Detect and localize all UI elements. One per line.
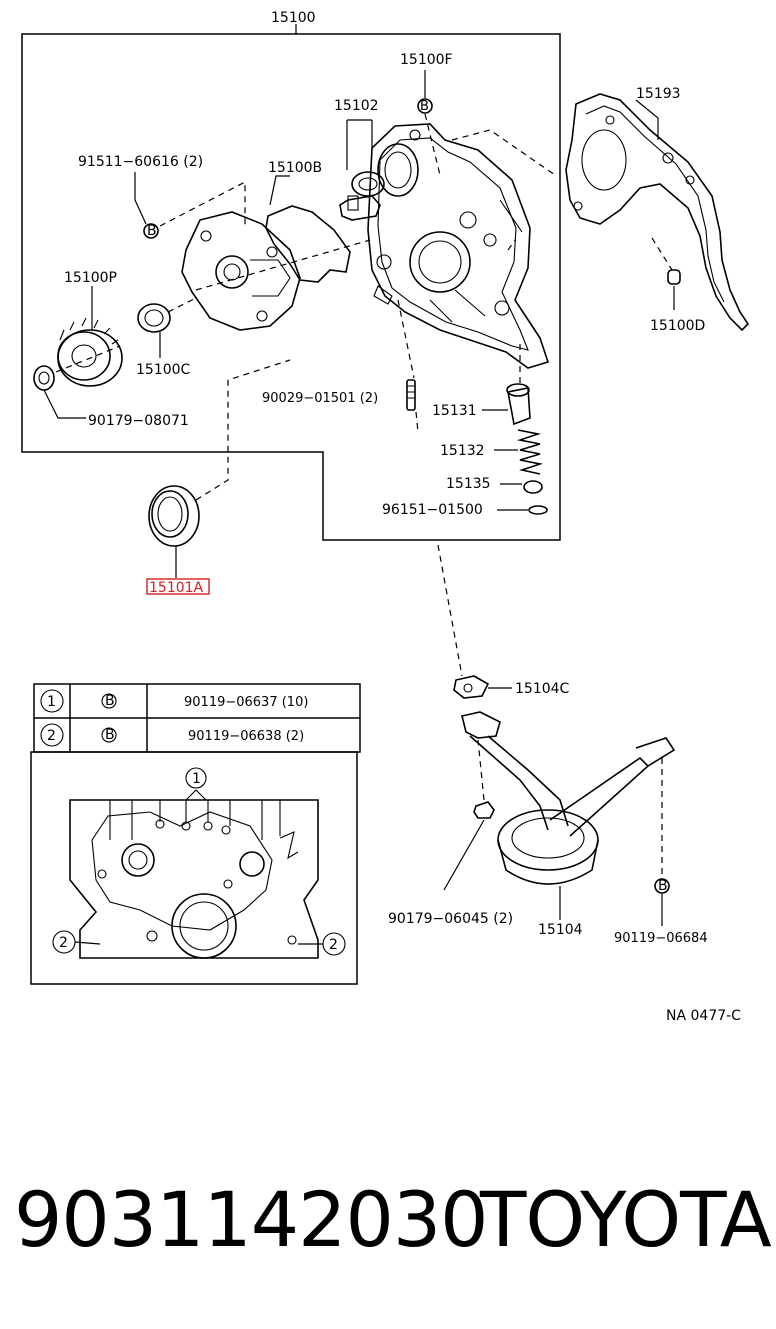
- callout-2-left: 2: [59, 935, 68, 951]
- gasket-15104C[interactable]: [453, 675, 490, 699]
- relief-valve-15131[interactable]: [506, 383, 531, 426]
- svg-text:B: B: [420, 99, 429, 114]
- label-15193[interactable]: 15193: [636, 86, 681, 102]
- label-90179-08071[interactable]: 90179−08071: [88, 413, 189, 429]
- nut-90179-06045[interactable]: [473, 801, 495, 819]
- label-15104C[interactable]: 15104C: [515, 681, 570, 697]
- oil-seal-15101A[interactable]: [148, 485, 200, 547]
- label-15100[interactable]: 15100: [271, 10, 316, 26]
- brand-name: TOYOTA: [480, 1175, 772, 1264]
- gasket-15193[interactable]: [565, 93, 750, 332]
- nut-90179-08071[interactable]: [33, 365, 55, 391]
- row1-num: 1: [47, 694, 56, 710]
- callout-2-right: 2: [329, 937, 338, 953]
- label-15101A[interactable]: 15101A: [149, 580, 204, 596]
- label-15102[interactable]: 15102: [334, 98, 379, 114]
- label-90029-01501[interactable]: 90029−01501 (2): [262, 391, 378, 406]
- drive-gear-15100P[interactable]: [57, 317, 123, 387]
- bolt-91511-60616[interactable]: B: [143, 223, 159, 239]
- label-15132[interactable]: 15132: [440, 443, 485, 459]
- label-90119-06684[interactable]: 90119−06684: [614, 931, 708, 946]
- oil-pump-body[interactable]: [367, 123, 550, 369]
- plug-15100F[interactable]: B: [417, 98, 433, 114]
- svg-text:B: B: [658, 878, 668, 894]
- bolt-layout-inset: 1 2 2: [52, 767, 346, 959]
- oil-seal-15100C[interactable]: [137, 303, 171, 333]
- drive-rotor-15102[interactable]: [339, 171, 385, 221]
- label-15100B[interactable]: 15100B: [268, 160, 322, 176]
- row1-mark: B: [105, 693, 115, 709]
- bolt-legend-table: 1 B 90119−06637 (10) 2 B 90119−06638 (2): [30, 683, 361, 985]
- callout-1: 1: [192, 771, 201, 787]
- label-15104[interactable]: 15104: [538, 922, 583, 938]
- dowel-pin-15100D[interactable]: [667, 269, 681, 285]
- relief-spring-15132[interactable]: [516, 429, 544, 475]
- label-15100D[interactable]: 15100D: [650, 318, 705, 334]
- assembly-frame-15100: [21, 33, 561, 541]
- oring-15100B[interactable]: [265, 205, 351, 283]
- label-15100F[interactable]: 15100F: [400, 52, 453, 68]
- label-15100P[interactable]: 15100P: [64, 270, 117, 286]
- snap-ring-96151-01500[interactable]: [528, 505, 548, 515]
- row2-num: 2: [47, 728, 56, 744]
- bolt-90119-06684[interactable]: B: [654, 878, 670, 894]
- row1-part[interactable]: 90119−06637 (10): [184, 695, 308, 710]
- label-15135[interactable]: 15135: [446, 476, 491, 492]
- label-91511-60616[interactable]: 91511−60616 (2): [78, 154, 203, 170]
- highlight-box-15101A: [146, 578, 210, 595]
- retainer-15135[interactable]: [523, 480, 543, 494]
- label-96151-01500[interactable]: 96151−01500: [382, 502, 483, 518]
- part-number: 9031142030: [14, 1175, 489, 1264]
- diagram-code: NA 0477-C: [666, 1008, 741, 1024]
- label-15100C[interactable]: 15100C: [136, 362, 191, 378]
- label-15131[interactable]: 15131: [432, 403, 477, 419]
- label-90179-06045[interactable]: 90179−06045 (2): [388, 911, 513, 927]
- svg-text:B: B: [147, 223, 157, 239]
- pump-cover[interactable]: [181, 211, 301, 331]
- stud-90029-01501[interactable]: [406, 379, 416, 411]
- row2-part[interactable]: 90119−06638 (2): [188, 729, 304, 744]
- oil-strainer-15104[interactable]: [461, 711, 676, 885]
- row2-mark: B: [105, 727, 115, 743]
